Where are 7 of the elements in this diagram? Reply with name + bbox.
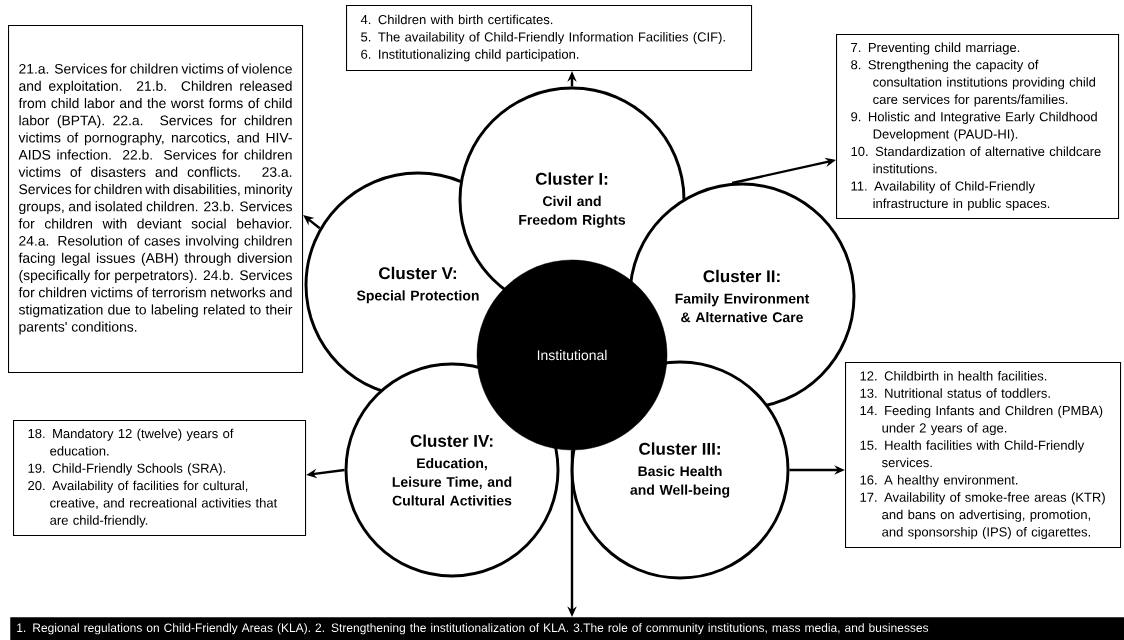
text-box: 18. Mandatory 12 (twelve) years of education. 19. Child-Friendly Schools (SRA). 20. Availability of facilities for cultural, creative, and recreational activities that are child-friendly. <box>13 420 307 537</box>
text-box: 7. Preventing child marriage. 8. Strengthening the capacity of consultation institutions providing child care services for parents/families. 9. Holistic and Integrative Early Childhood Development (PAUD-HI). 10. Standardization of alternative childcare institutions. 11. Availability of Child-Friendly infrastructure in public spaces. <box>836 34 1120 220</box>
arrow <box>303 215 321 230</box>
banner-bar: 1. Regional regulations on Child-Friendly Areas (KLA). 2. Strengthening the institutionalization of KLA. 3.The role of community institutions, mass media, and businesses <box>10 617 1124 640</box>
text-box: 21.a. Services for children victims of violence and exploitation. 21.b. Children released from child labor and the worst forms of child labor (BPTA). 22.a. Services for children victims of pornography, narcotics, and HIV-AIDS infection. 22.b. Services for children victims of disasters and conflicts. 23.a. Services for children with disabilities, minority groups, and isolated children. 23.b. Services for children with deviant social behavior. 24.a. Resolution of cases involving children facing legal issues (ABH) through diversion (specifically for perpetrators). 24.b. Services for children victims of terrorism networks and stigmatization due to labeling related to their parents' conditions. <box>8 25 304 374</box>
text-box: 4. Children with birth certificates. 5. The availability of Child-Friendly Information Facilities (CIF). 6. Institutionalizing child participation. <box>346 5 753 72</box>
text-box: 12. Childbirth in health facilities. 13. Nutritional status of toddlers. 14. Feeding Infants and Children (PMBA) under 2 years of age. 15. Health facilities with Child-Friendly services. 16. A healthy environment. 17. Availability of smoke-free areas (KTR) and bans on advertising, promotion, and sponsorship (IPS) of cigarettes. <box>845 362 1122 549</box>
